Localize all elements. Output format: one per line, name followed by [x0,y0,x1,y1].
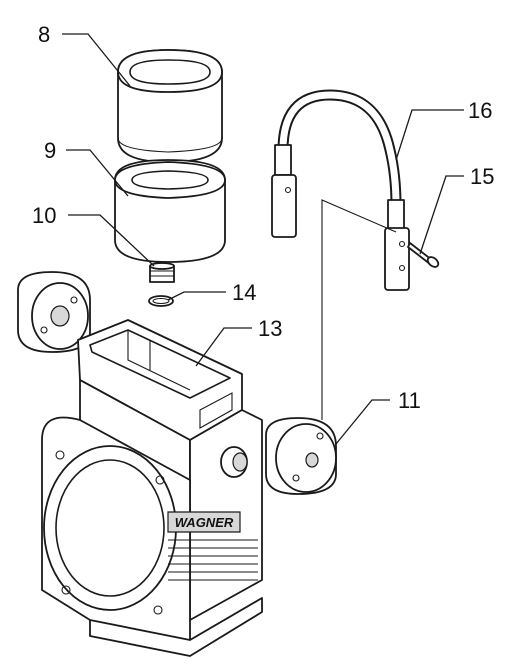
callout-15: 15 [470,164,494,189]
callout-leaders [62,33,464,445]
part-8-mesh-filter [117,49,223,163]
part-left-end-cap [17,271,91,353]
assembly-path-line [321,199,397,420]
part-10-fitting [149,262,175,283]
callout-13: 13 [258,316,282,341]
callout-9: 9 [44,138,56,163]
part-16-hose-assembly [271,89,410,291]
part-15-screw [407,242,440,268]
callout-11: 11 [398,388,421,413]
part-9-foam-filter [114,159,226,263]
callout-8: 8 [38,22,50,47]
part-11-right-end-cap [265,417,337,495]
callout-14: 14 [232,280,256,305]
housing-logo: WAGNER [175,515,234,530]
part-main-housing [41,319,263,657]
part-14-o-ring [148,295,174,307]
callout-16: 16 [468,98,492,123]
callout-10: 10 [32,203,56,228]
